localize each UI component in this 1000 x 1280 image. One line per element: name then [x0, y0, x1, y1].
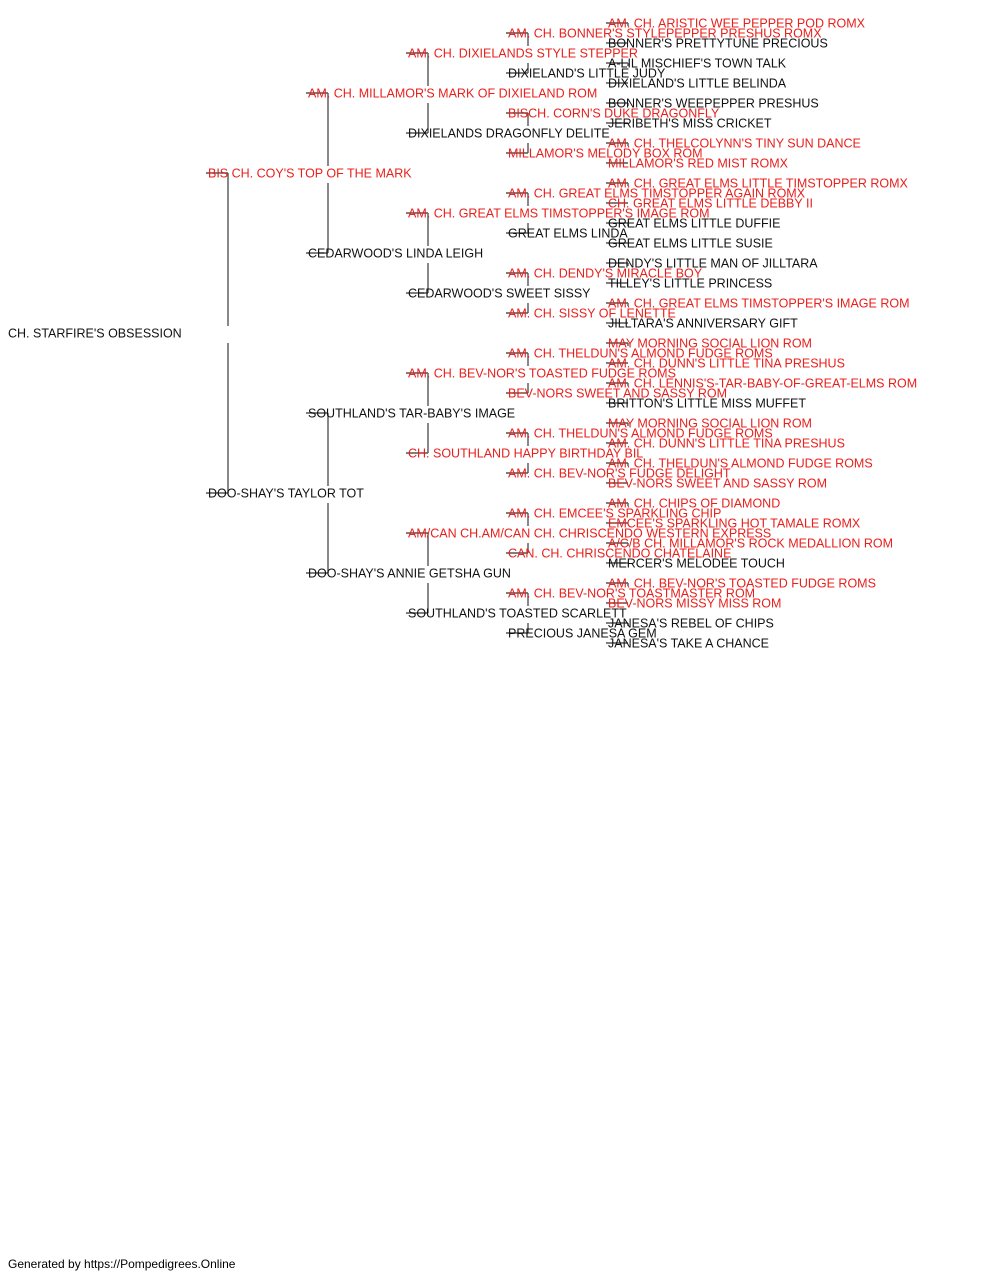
ancestor-name[interactable]: BEV-NORS SWEET AND SASSY ROM: [608, 477, 827, 491]
ancestor-name[interactable]: BONNER'S WEEPEPPER PRESHUS: [608, 97, 819, 111]
ancestor-name[interactable]: DOO-SHAY'S ANNIE GETSHA GUN: [308, 567, 511, 581]
ancestor-name[interactable]: AM. CH. DENDY'S MIRACLE BOY: [508, 267, 703, 281]
ancestor-name[interactable]: JANESA'S TAKE A CHANCE: [608, 637, 769, 651]
ancestor-name[interactable]: AM. CH. DUNN'S LITTLE TINA PRESHUS: [608, 357, 845, 371]
ancestor-name[interactable]: AM. CH. BEV-NOR'S TOASTED FUDGE ROMS: [608, 577, 876, 591]
ancestor-name[interactable]: CEDARWOOD'S SWEET SISSY: [408, 287, 591, 301]
ancestor-name[interactable]: JANESA'S REBEL OF CHIPS: [608, 617, 774, 631]
ancestor-name[interactable]: BRITTON'S LITTLE MISS MUFFET: [608, 397, 806, 411]
ancestor-name[interactable]: AM. CH. GREAT ELMS TIMSTOPPER AGAIN ROMX: [508, 187, 806, 201]
ancestor-name[interactable]: GREAT ELMS LITTLE SUSIE: [608, 237, 773, 251]
ancestor-name[interactable]: AM. CH. LENNIS'S-TAR-BABY-OF-GREAT-ELMS …: [608, 377, 917, 391]
ancestor-name[interactable]: AM. CH. DIXIELANDS STYLE STEPPER: [408, 47, 638, 61]
ancestor-name[interactable]: JILLTARA'S ANNIVERSARY GIFT: [608, 317, 798, 331]
ancestor-name[interactable]: DIXIELAND'S LITTLE JUDY: [508, 67, 666, 81]
ancestor-name[interactable]: AM. CH. THELDUN'S ALMOND FUDGE ROMS: [608, 457, 873, 471]
ancestor-name[interactable]: BEV-NORS MISSY MISS ROM: [608, 597, 781, 611]
ancestor-name[interactable]: MILLAMOR'S MELODY BOX ROM: [508, 147, 703, 161]
ancestor-name[interactable]: CEDARWOOD'S LINDA LEIGH: [308, 247, 483, 261]
ancestor-name[interactable]: TILLEY'S LITTLE PRINCESS: [608, 277, 772, 291]
ancestor-name[interactable]: AM. CH. BEV-NOR'S TOASTMASTER ROM: [508, 587, 755, 601]
ancestor-name[interactable]: AM. CH. THELDUN'S ALMOND FUDGE ROMS: [508, 427, 773, 441]
ancestor-name[interactable]: DIXIELAND'S LITTLE BELINDA: [608, 77, 787, 91]
footer-credit: Generated by https://Pompedigrees.Online: [8, 1257, 236, 1271]
ancestor-name[interactable]: BONNER'S PRETTYTUNE PRECIOUS: [608, 37, 828, 51]
ancestor-name[interactable]: BISCH. CORN'S DUKE DRAGONFLY: [508, 107, 720, 121]
ancestor-name[interactable]: GREAT ELMS LINDA: [508, 227, 628, 241]
ancestor-name[interactable]: CAN. CH. CHRISCENDO CHATELAINE: [508, 547, 731, 561]
ancestor-name[interactable]: AM. CH. DUNN'S LITTLE TINA PRESHUS: [608, 437, 845, 451]
ancestor-name[interactable]: A/C/B CH. MILLAMOR'S ROCK MEDALLION ROM: [608, 537, 893, 551]
ancestor-name[interactable]: SOUTHLAND'S TAR-BABY'S IMAGE: [308, 407, 515, 421]
ancestor-name[interactable]: A-LIL MISCHIEF'S TOWN TALK: [608, 57, 787, 71]
ancestor-name[interactable]: CH. GREAT ELMS LITTLE DEBBY II: [608, 197, 813, 211]
ancestor-name[interactable]: DENDY'S LITTLE MAN OF JILLTARA: [608, 257, 818, 271]
ancestor-name[interactable]: AM. CH. GREAT ELMS LITTLE TIMSTOPPER ROM…: [608, 177, 908, 191]
ancestor-name[interactable]: EMCEE'S SPARKLING HOT TAMALE ROMX: [608, 517, 861, 531]
ancestor-name[interactable]: AM. CH. CHIPS OF DIAMOND: [608, 497, 780, 511]
ancestor-name[interactable]: GREAT ELMS LITTLE DUFFIE: [608, 217, 781, 231]
ancestor-name[interactable]: CH. STARFIRE'S OBSESSION: [8, 327, 182, 341]
ancestor-name[interactable]: AM. CH. BEV-NOR'S TOASTED FUDGE ROMS: [408, 367, 676, 381]
ancestor-name[interactable]: SOUTHLAND'S TOASTED SCARLETT: [408, 607, 627, 621]
ancestor-name[interactable]: AM. CH. GREAT ELMS TIMSTOPPER'S IMAGE RO…: [408, 207, 710, 221]
ancestor-name[interactable]: MAY MORNING SOCIAL LION ROM: [608, 337, 812, 351]
ancestor-name[interactable]: AM. CH. THELCOLYNN'S TINY SUN DANCE: [608, 137, 861, 151]
ancestor-name[interactable]: AM. CH. BEV-NOR'S FUDGE DELIGHT: [508, 467, 731, 481]
ancestor-name[interactable]: CH. SOUTHLAND HAPPY BIRTHDAY BIL: [408, 447, 643, 461]
ancestor-name[interactable]: AM. CH. SISSY OF LENETTE: [508, 307, 676, 321]
ancestor-name[interactable]: DOO-SHAY'S TAYLOR TOT: [208, 487, 364, 501]
ancestor-name[interactable]: AM. CH. MILLAMOR'S MARK OF DIXIELAND ROM: [308, 87, 597, 101]
ancestor-name[interactable]: DIXIELANDS DRAGONFLY DELITE: [408, 127, 610, 141]
ancestor-name[interactable]: BEV-NORS SWEET AND SASSY ROM: [508, 387, 727, 401]
ancestor-name[interactable]: MAY MORNING SOCIAL LION ROM: [608, 417, 812, 431]
ancestor-name[interactable]: MERCER'S MELODEE TOUCH: [608, 557, 785, 571]
ancestor-name[interactable]: BIS CH. COY'S TOP OF THE MARK: [208, 167, 412, 181]
ancestor-name[interactable]: AM. CH. GREAT ELMS TIMSTOPPER'S IMAGE RO…: [608, 297, 910, 311]
ancestor-name[interactable]: AM/CAN CH.AM/CAN CH. CHRISCENDO WESTERN …: [408, 527, 771, 541]
ancestor-name[interactable]: PRECIOUS JANESA GEM: [508, 627, 657, 641]
ancestor-name[interactable]: AM. CH. THELDUN'S ALMOND FUDGE ROMS: [508, 347, 773, 361]
ancestor-name[interactable]: AM. CH. EMCEE'S SPARKLING CHIP: [508, 507, 721, 521]
ancestor-name[interactable]: JERIBETH'S MISS CRICKET: [608, 117, 772, 131]
ancestor-name[interactable]: MILLAMOR'S RED MIST ROMX: [608, 157, 789, 171]
ancestor-name[interactable]: AM. CH. ARISTIC WEE PEPPER POD ROMX: [608, 17, 866, 31]
ancestor-name[interactable]: AM. CH. BONNER'S STYLEPEPPER PRESHUS ROM…: [508, 27, 822, 41]
